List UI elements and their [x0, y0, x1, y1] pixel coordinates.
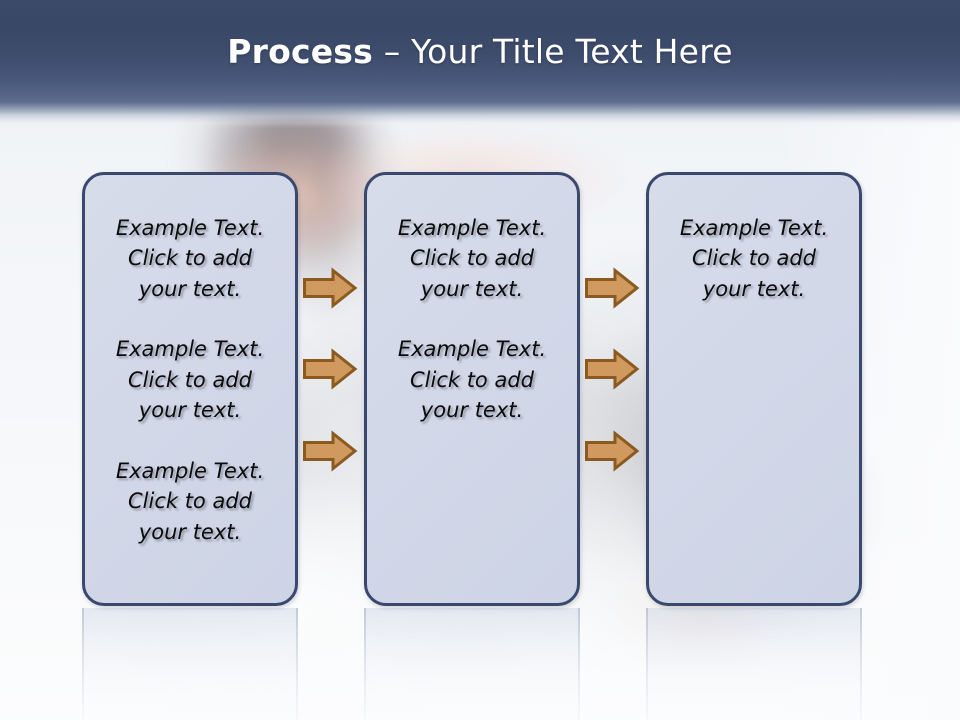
- title-banner: [0, 0, 960, 102]
- process-text-block[interactable]: Example Text. Click to add your text.: [115, 337, 265, 423]
- box-reflection-3: [646, 608, 862, 720]
- process-text-block[interactable]: Example Text. Click to add your text.: [397, 337, 547, 423]
- slide-title: Process – Your Title Text Here: [0, 0, 960, 102]
- process-text-block[interactable]: Example Text. Click to add your text.: [115, 458, 265, 544]
- box-reflection-2: [364, 608, 580, 720]
- right-arrow-icon[interactable]: [303, 430, 358, 472]
- process-box-2-content: Example Text. Click to add your text. Ex…: [367, 213, 577, 426]
- process-box-3-content: Example Text. Click to add your text.: [649, 213, 859, 304]
- right-arrow-icon[interactable]: [585, 430, 640, 472]
- right-arrow-icon[interactable]: [585, 348, 640, 390]
- right-arrow-icon[interactable]: [303, 348, 358, 390]
- process-text-block[interactable]: Example Text. Click to add your text.: [679, 216, 829, 301]
- process-text-block[interactable]: Example Text. Click to add your text.: [397, 216, 547, 301]
- slide-title-separator: –: [373, 31, 412, 71]
- right-arrow-icon[interactable]: [585, 267, 640, 309]
- box-reflection-1: [82, 608, 298, 720]
- slide-title-rest: Your Title Text Here: [411, 31, 733, 71]
- process-text-block[interactable]: Example Text. Click to add your text.: [115, 216, 265, 301]
- slide-title-main: Process: [227, 31, 373, 71]
- process-box-1-content: Example Text. Click to add your text. Ex…: [85, 213, 295, 547]
- process-box-3[interactable]: Example Text. Click to add your text.: [646, 172, 862, 606]
- title-banner-fade: [0, 102, 960, 128]
- process-box-1[interactable]: Example Text. Click to add your text. Ex…: [82, 172, 298, 606]
- right-arrow-icon[interactable]: [303, 267, 358, 309]
- process-box-2[interactable]: Example Text. Click to add your text. Ex…: [364, 172, 580, 606]
